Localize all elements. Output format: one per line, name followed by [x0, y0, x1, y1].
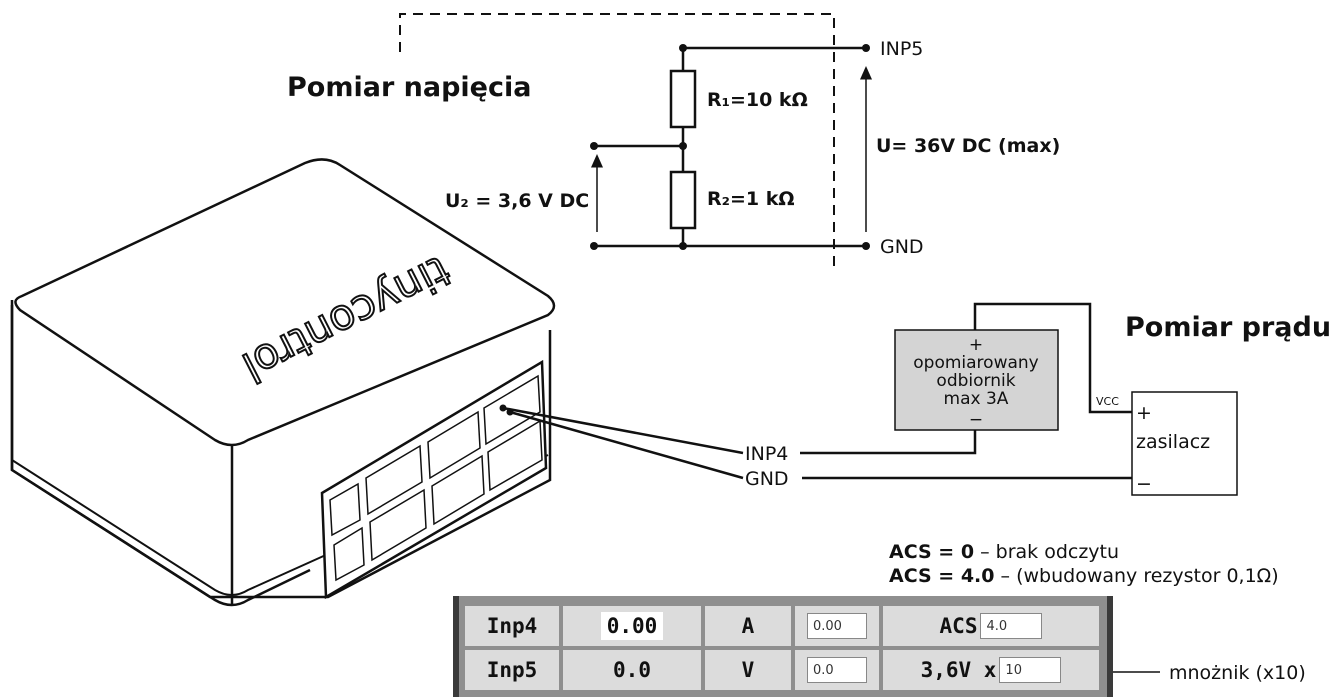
inp5-label: INP5 — [880, 38, 923, 60]
node-inp5 — [862, 44, 870, 52]
wire-load-to-vcc — [973, 302, 1132, 414]
supply-minus: − — [1136, 473, 1152, 495]
node-top-left — [679, 44, 687, 52]
r2-label: R₂=1 kΩ — [707, 188, 795, 210]
row-inp4-field-input[interactable]: 0.00 — [807, 613, 867, 639]
supply-label: zasilacz — [1136, 431, 1210, 453]
row-inp4-field-cell: 0.00 — [795, 606, 879, 646]
measurement-table: Inp4 0.00 A 0.00 ACS 4.0 Inp5 0.0 V 0.0 … — [453, 596, 1113, 697]
resistor-r2 — [669, 170, 697, 230]
row-inp5-field-cell: 0.0 — [795, 650, 879, 690]
row-inp5-value-cell: 0.0 — [563, 650, 701, 690]
current-section-title: Pomiar prądu — [1125, 312, 1331, 343]
load-line-3: max 3A — [944, 389, 1009, 409]
table-right-bar — [1107, 596, 1113, 697]
voltage-section-title: Pomiar napięcia — [287, 72, 531, 103]
supply-box — [1131, 391, 1238, 496]
device-base-line — [11, 454, 549, 596]
wire-inp4 — [502, 406, 744, 455]
acs4-note: ACS = 4.0 – (wbudowany rezystor 0,1Ω) — [889, 565, 1279, 587]
row-inp4-unit: A — [705, 606, 791, 646]
row-inp4-name: Inp4 — [465, 606, 559, 646]
row-inp5-param-label: 3,6V x — [920, 658, 997, 682]
load-minus: − — [969, 410, 983, 430]
acs0-note: ACS = 0 – brak odczytu — [889, 541, 1119, 563]
voltage-measurement-section: Pomiar napięcia R₁=10 kΩ R₂=1 kΩ U= 36V … — [287, 13, 1060, 272]
wire-gnd — [509, 410, 744, 480]
resistor-r1 — [669, 69, 697, 129]
node-tap — [679, 142, 687, 150]
u2-label: U₂ = 3,6 V DC — [445, 190, 589, 212]
load-line-1: opomiarowany — [913, 353, 1038, 373]
inp4-label: INP4 — [745, 443, 788, 465]
acs-input[interactable]: 4.0 — [980, 613, 1043, 639]
supply-plus: + — [1136, 402, 1152, 424]
row-inp5-field-input[interactable]: 0.0 — [807, 657, 867, 683]
u-label: U= 36V DC (max) — [876, 135, 1060, 157]
device-body-edge — [10, 300, 311, 607]
dashed-frame — [399, 13, 835, 272]
gnd-label-current: GND — [745, 468, 789, 490]
device-top-face — [14, 158, 556, 447]
row-inp5-value: 0.0 — [613, 658, 651, 682]
vcc-label: VCC — [1096, 395, 1119, 408]
r1-label: R₁=10 kΩ — [707, 89, 808, 111]
load-plus: + — [969, 335, 983, 355]
row-inp5-unit: V — [705, 650, 791, 690]
row-inp4-value-cell: 0.00 — [563, 606, 701, 646]
table-left-bar — [453, 596, 459, 697]
gnd-label-voltage: GND — [880, 236, 924, 258]
connector-pins — [329, 374, 543, 582]
row-inp4-value: 0.00 — [600, 612, 664, 640]
node-gnd — [862, 242, 870, 250]
current-measurement-section: Pomiar prądu INP4 GND + opomiarowany odb… — [502, 302, 1331, 496]
row-inp5-param-cell: 3,6V x 10 — [883, 650, 1099, 690]
load-box — [894, 329, 1059, 431]
row-inp5-name: Inp5 — [465, 650, 559, 690]
node-bottom-mid — [679, 242, 687, 250]
node-bottom-left — [590, 242, 598, 250]
row-inp4-param-cell: ACS 4.0 — [883, 606, 1099, 646]
load-line-2: odbiornik — [936, 371, 1015, 391]
row-inp4-param-label: ACS — [939, 614, 978, 638]
wire-inp4-to-load — [800, 430, 977, 455]
node-tap-left — [590, 142, 598, 150]
multiplier-note: mnożnik (x10) — [1169, 662, 1306, 684]
multiplier-input[interactable]: 10 — [999, 657, 1062, 683]
tinycontrol-device: tinycontrol — [10, 158, 556, 607]
